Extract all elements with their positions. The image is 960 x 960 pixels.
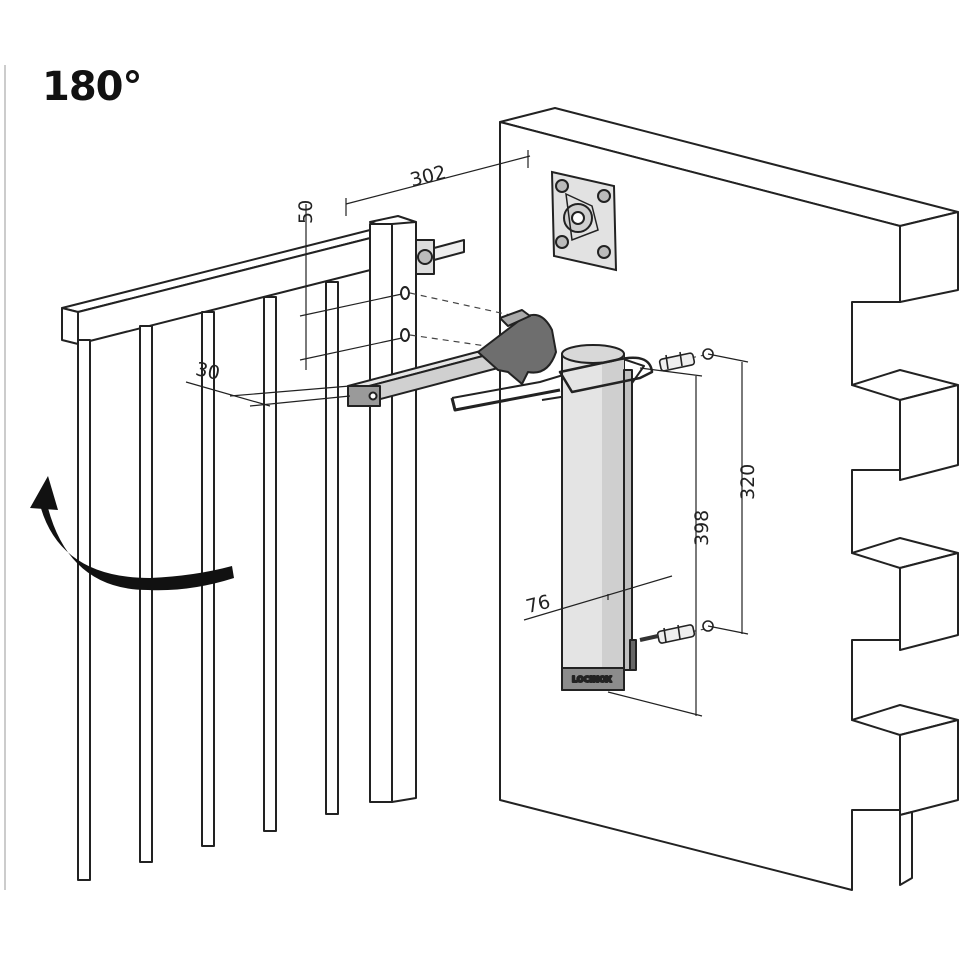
wall-block-5-side	[899, 811, 913, 886]
arm-linkage-rod	[450, 388, 561, 412]
cylinder-top	[561, 344, 625, 364]
wall-block-1	[899, 211, 959, 303]
dim-320: 320	[737, 464, 759, 500]
arm-knob	[477, 313, 557, 385]
plate-bolt	[555, 235, 569, 249]
gate	[61, 215, 465, 881]
gate-bar	[263, 296, 277, 832]
anchor-bolt-bottom	[639, 620, 714, 644]
dim-302: 302	[408, 161, 449, 191]
cylinder-bottom-band	[561, 667, 625, 691]
plate-bolt	[597, 245, 611, 259]
gate-post-front	[369, 223, 393, 803]
dim-30: 30	[194, 358, 222, 385]
dimension-lines	[185, 150, 749, 717]
cylinder-shade	[602, 354, 624, 690]
brand-label: LOCINOX	[572, 675, 613, 684]
gate-bar	[139, 325, 153, 863]
gate-top-rail-front	[77, 231, 395, 345]
plate-bolt	[555, 179, 569, 193]
wall-block-3-side	[899, 552, 959, 651]
cylinder-bracket	[558, 356, 654, 394]
wall	[499, 107, 959, 891]
arm-pivot-screw	[368, 391, 378, 401]
gate-top-rail-end	[61, 307, 79, 345]
post-hole	[400, 328, 410, 342]
dim-398: 398	[691, 510, 713, 546]
hinge-bolt	[415, 239, 465, 275]
gate-bar	[77, 339, 91, 881]
dim-50: 50	[295, 200, 317, 224]
wall-block-2-side	[899, 384, 959, 481]
wall-block-4-side	[899, 719, 959, 816]
gate-bar	[325, 281, 339, 815]
closer-cylinder: LOCINOX	[558, 344, 654, 691]
gate-post-side	[391, 221, 417, 803]
wall-mounting-plate	[550, 170, 618, 272]
cylinder-side	[623, 369, 633, 671]
post-hole	[400, 286, 410, 300]
rotation-arrow	[30, 476, 234, 591]
angle-title: 180°	[42, 64, 142, 110]
anchor-bolts	[639, 348, 714, 644]
plate-bolt	[597, 189, 611, 203]
